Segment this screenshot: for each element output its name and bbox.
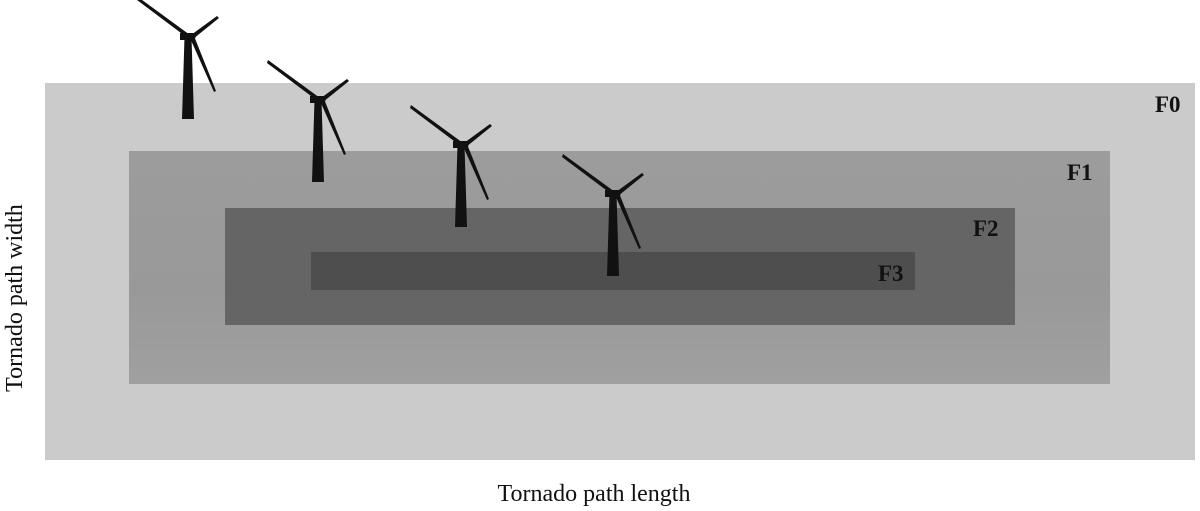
wind-turbine-icon <box>267 60 349 182</box>
zone-label-f3: F3 <box>878 261 904 286</box>
wind-turbine-icon <box>562 154 644 276</box>
y-axis-label: Tornado path width <box>2 204 28 392</box>
wind-turbine-icon <box>410 105 492 227</box>
x-axis-label: Tornado path length <box>497 481 691 507</box>
zone-label-f2: F2 <box>973 216 999 241</box>
zone-label-f1: F1 <box>1067 160 1093 185</box>
wind-turbine-icon <box>137 0 219 119</box>
zone-label-f0: F0 <box>1155 92 1181 117</box>
